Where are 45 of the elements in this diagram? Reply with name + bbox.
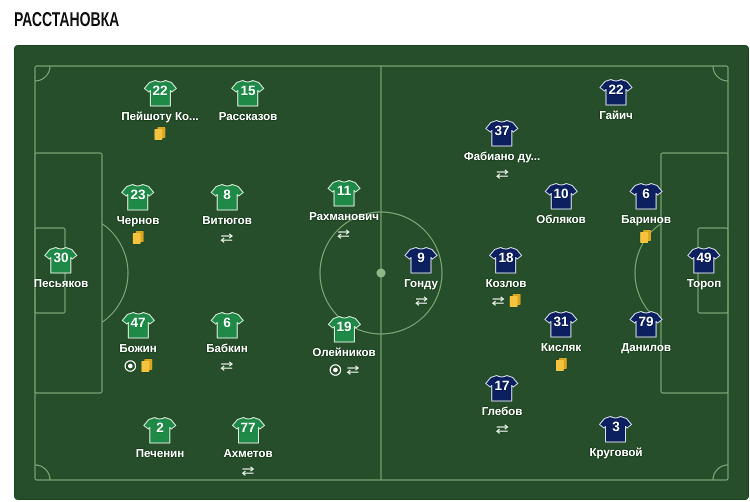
player-name: Ахметов: [223, 448, 273, 461]
shirt-number: 77: [240, 420, 256, 436]
player-name: Божин: [119, 343, 157, 356]
player-name: Печенин: [136, 448, 184, 461]
shirt-number: 79: [638, 314, 654, 330]
player-name: Кисляк: [540, 342, 582, 355]
player-name: Тороп: [686, 278, 722, 291]
player-name: Чернов: [116, 215, 160, 228]
shirt-number: 2: [156, 420, 164, 436]
shirt-number: 31: [553, 314, 568, 330]
shirt-number: 15: [240, 83, 256, 99]
shirt-number: 19: [336, 319, 352, 335]
shirt-number: 9: [417, 250, 425, 266]
shirt-number: 23: [130, 187, 146, 203]
player-name: Рассказов: [218, 111, 278, 124]
shirt-number: 17: [494, 378, 510, 394]
player-name: Рахманович: [309, 211, 379, 224]
shirt-number: 10: [553, 186, 568, 202]
section-title: РАССТАНОВКА: [14, 8, 120, 32]
shirt-number: 18: [498, 250, 514, 266]
shirt-number: 22: [152, 83, 168, 99]
player-name: Козлов: [486, 278, 526, 291]
shirt-number: 3: [612, 419, 620, 435]
shirt-number: 49: [696, 250, 712, 266]
player-name: Песьяков: [34, 278, 88, 291]
shirt-number: 11: [336, 183, 352, 199]
shirt-number: 6: [642, 186, 650, 202]
shirt-number: 6: [223, 315, 231, 331]
player-name: Гонду: [404, 278, 438, 291]
player-name: Пейшоту Ко...: [121, 111, 199, 124]
player-name: Гайич: [599, 110, 633, 123]
player-name: Данилов: [621, 342, 671, 355]
player-name: Глебов: [482, 406, 522, 419]
player-name: Бабкин: [206, 343, 248, 356]
shirt-number: 22: [608, 82, 624, 98]
shirt-number: 8: [223, 187, 231, 203]
shirt-number: 47: [130, 315, 146, 331]
player-name: Круговой: [590, 447, 642, 460]
player-name: Обляков: [536, 214, 586, 227]
player-name: Фабиано ду...: [464, 151, 540, 164]
player-name: Олейников: [312, 347, 376, 360]
shirt-number: 37: [494, 123, 510, 139]
player-name: Баринов: [621, 214, 671, 227]
shirt-number: 30: [53, 250, 68, 266]
player-name: Витюгов: [202, 215, 252, 228]
